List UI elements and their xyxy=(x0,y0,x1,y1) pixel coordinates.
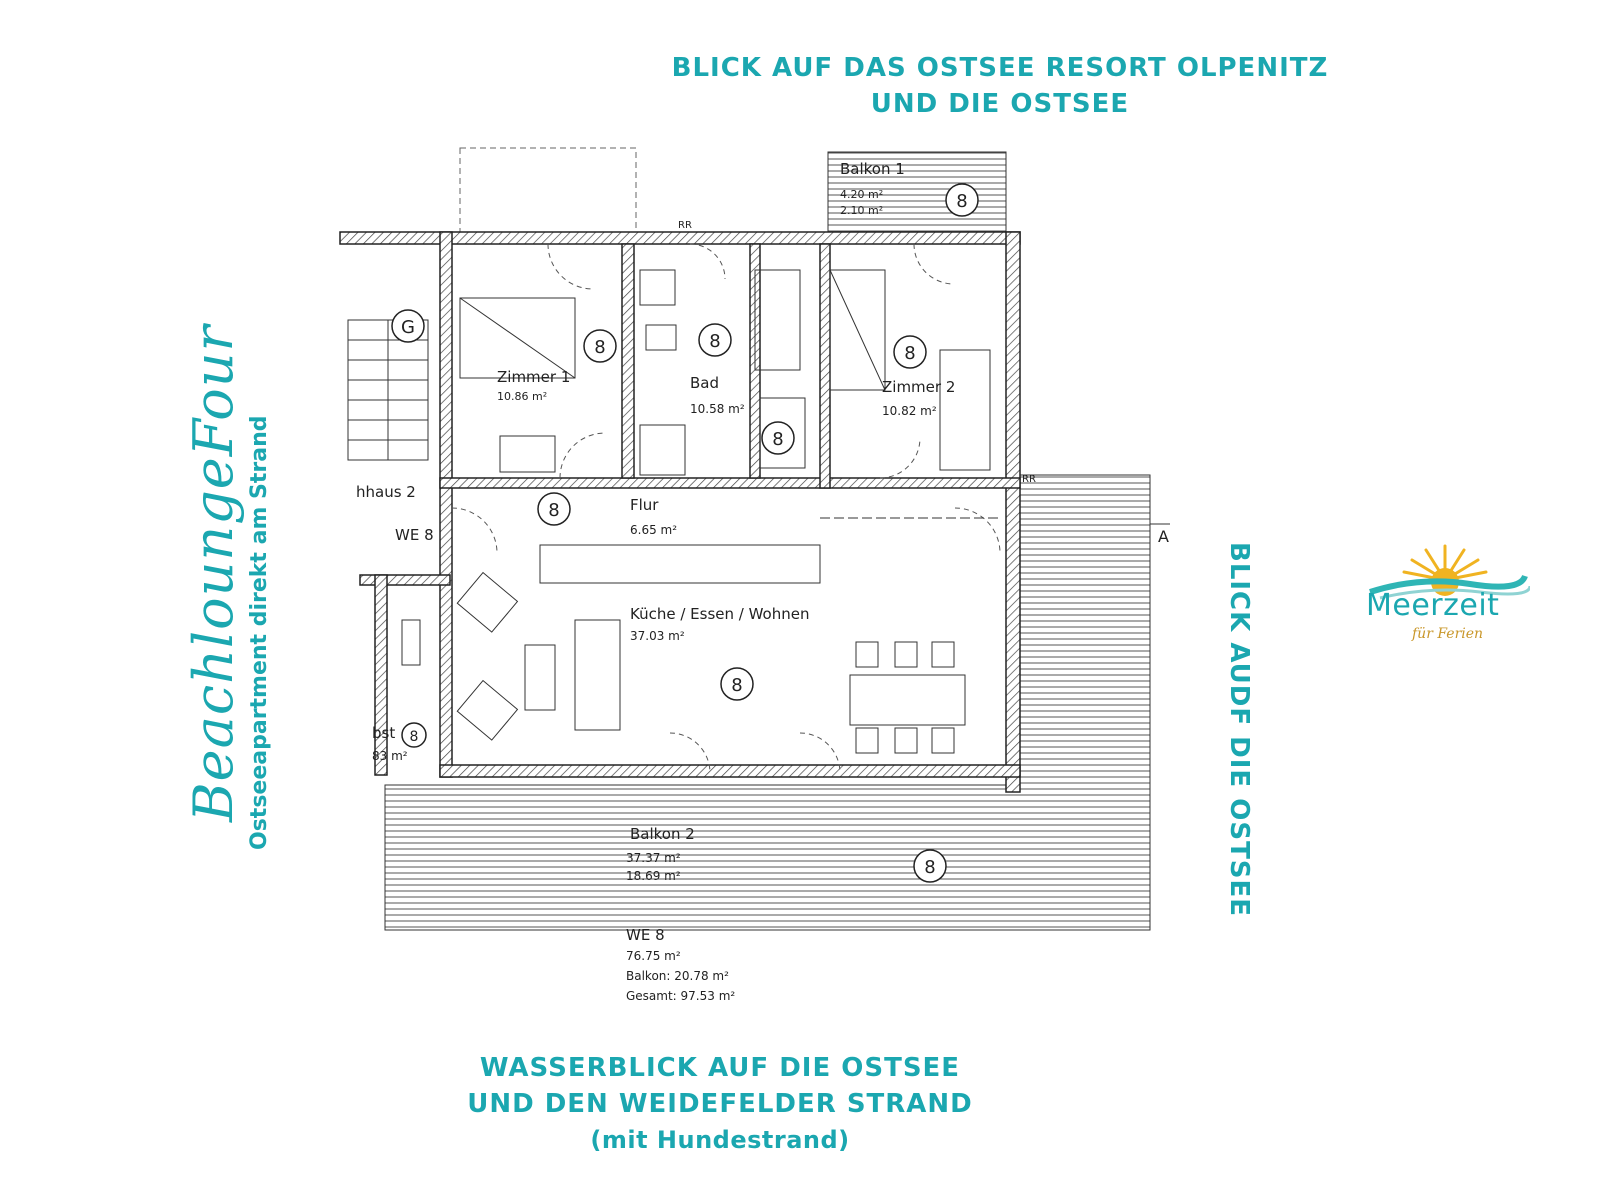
svg-text:8: 8 xyxy=(548,500,559,521)
we-8-label: WE 8 xyxy=(395,526,434,544)
svg-text:8: 8 xyxy=(772,429,783,450)
top-heading-line-1: BLICK AUF DAS OSTSEE RESORT OLPENITZ xyxy=(671,53,1329,83)
right-view-label: BLICK AUDF DIE OSTSEE xyxy=(1224,542,1254,918)
logo-script: für Ferien xyxy=(1412,626,1484,642)
zimmer-1-area: 10.86 m² xyxy=(497,390,547,403)
sun-wave-icon xyxy=(1369,544,1530,600)
brand-tagline: Ostseeapartment direkt am Strand xyxy=(247,415,272,851)
top-heading-line-2: UND DIE OSTSEE xyxy=(870,89,1130,119)
summary-gesamt: Gesamt: 97.53 m² xyxy=(626,989,735,1003)
exterior-walls xyxy=(339,231,1021,793)
zimmer-2-area: 10.82 m² xyxy=(882,404,937,418)
unit-marker-zimmer-2: 8 xyxy=(893,335,927,369)
svg-text:8: 8 xyxy=(956,191,967,212)
svg-text:8: 8 xyxy=(924,857,935,878)
rr-right-label: RR xyxy=(1022,474,1036,485)
furniture xyxy=(401,269,991,754)
unit-marker-wc: 8 xyxy=(761,421,795,455)
summary-balkon: Balkon: 20.78 m² xyxy=(626,969,729,983)
door-swings xyxy=(451,243,1001,774)
zimmer-2-name: Zimmer 2 xyxy=(882,378,955,396)
stair-marker: G xyxy=(391,309,425,343)
staircase xyxy=(347,319,429,461)
logo-wordmark: Meerzeit xyxy=(1366,588,1500,623)
roof-outline xyxy=(459,147,637,241)
bad-area: 10.58 m² xyxy=(690,402,745,416)
balkon-2-deck xyxy=(384,474,1151,931)
balkon-1-area-1: 4.20 m² xyxy=(840,188,883,201)
svg-text:G: G xyxy=(401,317,415,338)
bottom-heading-line-3: (mit Hundestrand) xyxy=(590,1126,850,1154)
balkon-1-name: Balkon 1 xyxy=(840,160,905,178)
svg-text:8: 8 xyxy=(709,331,720,352)
kueche-area: 37.03 m² xyxy=(630,629,685,643)
unit-marker-zimmer-1: 8 xyxy=(583,329,617,363)
unit-marker-abst: 8 xyxy=(401,722,427,748)
unit-marker-flur: 8 xyxy=(537,492,571,526)
unit-markers: 8 8 8 8 8 8 8 8 8 G xyxy=(391,183,979,883)
bad-name: Bad xyxy=(690,374,719,392)
flur-area: 6.65 m² xyxy=(630,523,677,537)
unit-marker-bad: 8 xyxy=(698,323,732,357)
unit-marker-balkon-1: 8 xyxy=(945,183,979,217)
abst-label: bst xyxy=(372,724,395,742)
balkon-2-area-1: 37.37 m² xyxy=(626,851,681,865)
summary-title: WE 8 xyxy=(626,926,665,944)
section-a-label: A xyxy=(1158,527,1169,546)
balkon-1-area-2: 2.10 m² xyxy=(840,204,883,217)
bottom-view-heading: WASSERBLICK AUF DIE OSTSEE UND DEN WEIDE… xyxy=(260,1050,1180,1158)
bottom-heading-line-2: UND DEN WEIDEFELDER STRAND xyxy=(467,1089,973,1119)
bottom-heading-line-1: WASSERBLICK AUF DIE OSTSEE xyxy=(479,1053,961,1083)
summary-area: 76.75 m² xyxy=(626,949,681,963)
brand-script-title: BeachloungeFour xyxy=(182,324,245,822)
floor-plan: 8 8 8 8 8 8 8 8 8 G Balkon 1 4.20 m² 2.1… xyxy=(339,147,1170,1003)
rr-top-label: RR xyxy=(678,220,692,231)
unit-marker-kueche: 8 xyxy=(720,667,754,701)
abst-area: 83 m² xyxy=(372,749,408,763)
meerzeit-logo: Meerzeit für Ferien xyxy=(1360,540,1530,650)
flur-name: Flur xyxy=(630,496,659,514)
treppenhaus-label: hhaus 2 xyxy=(356,483,416,501)
room-labels: Balkon 1 4.20 m² 2.10 m² RR Zimmer 1 10.… xyxy=(356,160,1169,1003)
svg-text:8: 8 xyxy=(594,337,605,358)
balkon-2-area-2: 18.69 m² xyxy=(626,869,681,883)
svg-text:8: 8 xyxy=(410,729,419,745)
zimmer-1-name: Zimmer 1 xyxy=(497,368,570,386)
svg-text:8: 8 xyxy=(904,343,915,364)
balkon-2-name: Balkon 2 xyxy=(630,825,695,843)
top-view-heading: BLICK AUF DAS OSTSEE RESORT OLPENITZ UND… xyxy=(540,50,1460,122)
kueche-name: Küche / Essen / Wohnen xyxy=(630,605,809,623)
unit-marker-balkon-2: 8 xyxy=(913,849,947,883)
svg-text:8: 8 xyxy=(731,675,742,696)
